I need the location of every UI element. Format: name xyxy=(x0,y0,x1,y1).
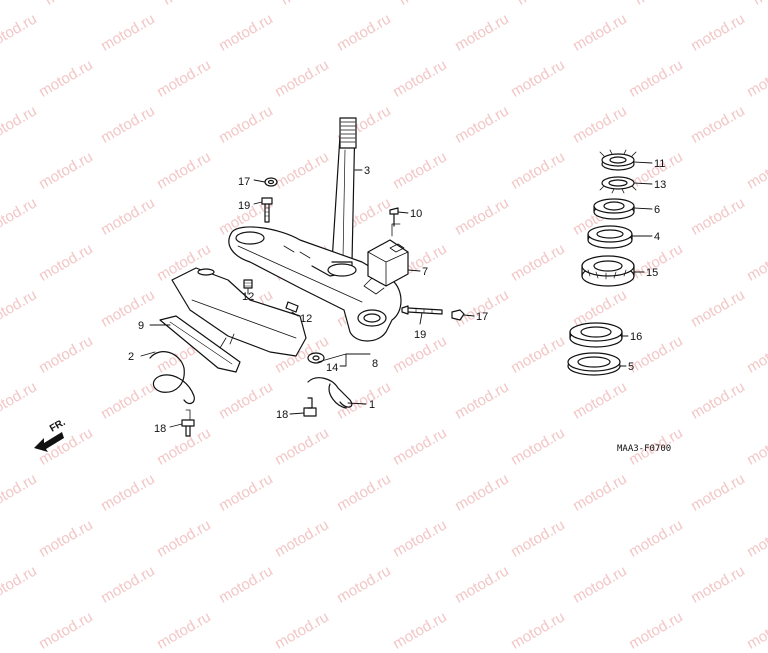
watermark-text: motod.ru xyxy=(36,608,96,653)
bolt-19-lower xyxy=(401,305,443,315)
callout-18-center: 18 xyxy=(276,409,288,421)
callout-19-upper: 19 xyxy=(238,200,250,212)
connector-bracket xyxy=(363,223,409,295)
callout-11: 11 xyxy=(654,158,665,170)
callout-1: 1 xyxy=(369,399,375,411)
locknut-11 xyxy=(599,149,637,171)
callout-12-a: 12 xyxy=(242,291,254,303)
callout-9: 9 xyxy=(138,320,144,332)
bolt-18-center xyxy=(303,397,317,417)
front-label: FR. xyxy=(48,417,68,435)
callout-4: 4 xyxy=(654,231,660,243)
callout-17-upper: 17 xyxy=(238,176,250,188)
nut-12-b xyxy=(285,301,299,313)
callout-15: 15 xyxy=(646,267,658,279)
callout-5: 5 xyxy=(628,361,634,373)
bearing-15 xyxy=(581,255,635,287)
watermark-text: motod.ru xyxy=(272,608,332,653)
callout-7: 7 xyxy=(422,266,428,278)
nut-17-lower xyxy=(451,309,465,321)
callout-18-left: 18 xyxy=(154,423,166,435)
callout-14: 14 xyxy=(326,362,338,374)
callout-13: 13 xyxy=(654,179,666,191)
callout-10: 10 xyxy=(410,208,422,220)
callout-8: 8 xyxy=(372,358,378,370)
nut-17-upper xyxy=(264,177,278,187)
callout-2: 2 xyxy=(128,351,134,363)
bolt-19-upper xyxy=(261,197,273,223)
adjusting-nut-6 xyxy=(593,198,635,220)
callout-19-lower: 19 xyxy=(414,329,426,341)
diagram-code: MAA3-F0700 xyxy=(617,444,671,454)
clip-1 xyxy=(307,377,353,409)
watermark-text: motod.ru xyxy=(390,608,450,653)
lock-washer-13 xyxy=(599,176,637,194)
bearing-16 xyxy=(569,322,623,348)
steering-stem xyxy=(331,117,357,263)
washer-14 xyxy=(307,352,325,364)
watermark-text: motod.ru xyxy=(508,608,568,653)
wire-clip xyxy=(149,351,195,405)
bottom-bridge xyxy=(228,226,402,342)
watermark-text: motod.ru xyxy=(154,608,214,653)
watermark-text: motod.ru xyxy=(744,608,768,653)
dust-seal-4 xyxy=(587,225,633,249)
front-arrow: FR. xyxy=(34,417,68,452)
callout-3: 3 xyxy=(364,165,370,177)
callout-17-lower: 17 xyxy=(476,311,488,323)
bolt-10 xyxy=(389,207,399,227)
callout-6: 6 xyxy=(654,204,660,216)
watermark-text: motod.ru xyxy=(626,608,686,653)
diagram-svg: FR. MAA3-F0700 3 17 19 10 7 12 12 19 17 … xyxy=(34,117,671,454)
bolt-18-left xyxy=(181,409,195,437)
leader-lines xyxy=(140,161,653,428)
callout-16: 16 xyxy=(630,331,642,343)
cover-plate xyxy=(159,267,307,373)
nut-12-a xyxy=(243,279,253,289)
race-5 xyxy=(567,352,621,376)
callout-12-b: 12 xyxy=(300,313,312,325)
